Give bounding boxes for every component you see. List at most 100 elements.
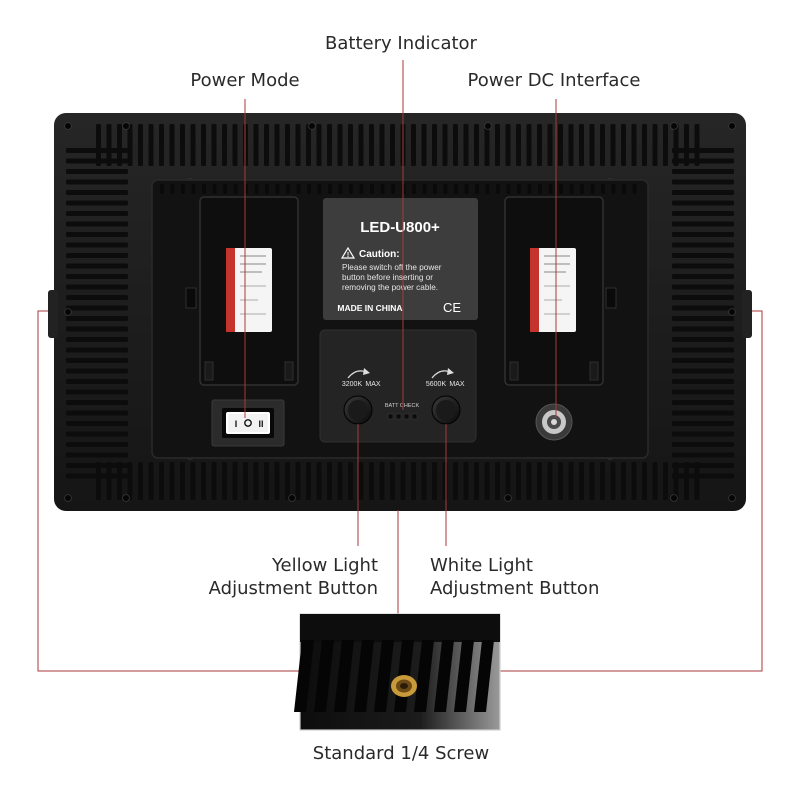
cooling-fin — [66, 431, 128, 437]
cooling-fins-right — [672, 148, 734, 479]
cooling-fin — [547, 462, 553, 500]
white-light-knob[interactable] — [431, 395, 461, 425]
inner-fin — [559, 184, 563, 194]
cooling-fin — [672, 148, 734, 153]
cooling-fin — [694, 124, 700, 166]
cooling-fin — [66, 400, 128, 405]
inner-fin — [412, 184, 416, 194]
inner-fin — [517, 184, 521, 194]
cooling-fin — [66, 158, 128, 164]
cooling-fin — [672, 179, 734, 185]
batt-check-label: BATT CHECK — [385, 403, 420, 409]
cooling-fin — [642, 124, 647, 166]
zoom-fin — [374, 640, 394, 712]
callout-yellow-light-line-1: Yellow Light — [271, 555, 378, 576]
cooling-fin — [66, 473, 128, 479]
cooling-fin — [484, 462, 490, 500]
model-plate: LED-U800+ ! Caution: Please switch off t… — [323, 198, 478, 320]
cooling-fin — [672, 400, 734, 405]
cooling-fin — [621, 462, 626, 500]
cooling-fin — [432, 462, 437, 500]
cooling-fin — [694, 462, 700, 500]
cooling-fin — [148, 462, 154, 500]
cooling-fin — [600, 462, 605, 500]
cooling-fin — [169, 462, 175, 500]
screw — [308, 122, 316, 130]
cooling-fin — [453, 462, 458, 500]
yellow-light-knob[interactable] — [343, 395, 373, 425]
inner-fin — [611, 184, 616, 194]
cooling-fin — [66, 463, 128, 468]
cooling-fin — [516, 124, 521, 166]
inner-fin — [359, 184, 364, 194]
zoom-fins — [294, 640, 494, 712]
cooling-fin — [337, 124, 343, 166]
inner-fin — [601, 184, 605, 194]
cooling-fin — [663, 462, 668, 500]
svg-text:I: I — [235, 419, 238, 429]
callout-leader-lines — [37, 60, 763, 672]
inner-fin — [233, 184, 238, 194]
cooling-fin — [117, 462, 122, 500]
power-mode-switch[interactable]: I II — [211, 399, 285, 447]
cooling-fin — [663, 124, 668, 166]
battery-slot-right — [504, 196, 617, 386]
screw — [670, 494, 678, 502]
screw — [288, 494, 296, 502]
cooling-fin — [232, 124, 238, 166]
cooling-fin — [138, 462, 143, 500]
cooling-fin — [568, 124, 574, 166]
cooling-fin — [96, 462, 101, 500]
cooling-fin — [672, 347, 734, 353]
cooling-fin — [558, 124, 563, 166]
cooling-fin — [484, 124, 490, 166]
cooling-fin — [579, 124, 584, 166]
cooling-fin — [672, 242, 734, 248]
callout-white-light-line-2: Adjustment Button — [430, 578, 600, 599]
cooling-fin — [411, 462, 416, 500]
control-panel: 3200K MAX 5600K MAX BATT CHECK — [319, 329, 477, 443]
screw — [728, 122, 736, 130]
cooling-fin — [547, 124, 553, 166]
inner-fin — [296, 184, 301, 194]
cooling-fin — [672, 305, 734, 311]
zoom-fin — [354, 640, 374, 712]
knob-right-max: MAX — [449, 381, 465, 388]
inner-fin — [569, 184, 574, 194]
power-dc-port[interactable] — [535, 403, 573, 441]
cooling-fin — [610, 124, 616, 166]
inner-fin — [181, 184, 185, 194]
callout-yellow-light-line-2: Adjustment Button — [208, 578, 378, 599]
zoom-fin — [474, 640, 494, 712]
zoom-fin — [294, 640, 314, 712]
cooling-fin — [180, 124, 185, 166]
cooling-fin — [285, 462, 290, 500]
cooling-fin — [66, 358, 128, 363]
caution-line-3: removing the power cable. — [342, 283, 438, 292]
cooling-fin — [66, 169, 128, 174]
callout-battery-indicator: Battery Indicator — [325, 33, 477, 54]
cooling-fin — [358, 462, 364, 500]
inner-fin — [223, 184, 227, 194]
screw — [728, 308, 736, 316]
cooling-fin — [505, 124, 511, 166]
made-in-label: MADE IN CHINA — [337, 303, 402, 313]
inner-fin — [286, 184, 290, 194]
inner-fin — [527, 184, 532, 194]
cooling-fin — [684, 462, 689, 500]
inner-fin — [454, 184, 458, 194]
inner-fin — [212, 184, 217, 194]
cooling-fin — [66, 410, 128, 416]
cooling-fin — [463, 462, 469, 500]
cooling-fin — [411, 124, 416, 166]
inner-fin — [202, 184, 206, 194]
cooling-fin — [579, 462, 584, 500]
cooling-fin — [568, 462, 574, 500]
inner-fin — [265, 184, 269, 194]
cooling-fin — [106, 124, 112, 166]
inner-fin — [485, 184, 490, 194]
inner-fin — [580, 184, 584, 194]
cooling-fin — [337, 462, 343, 500]
cooling-fin — [432, 124, 437, 166]
